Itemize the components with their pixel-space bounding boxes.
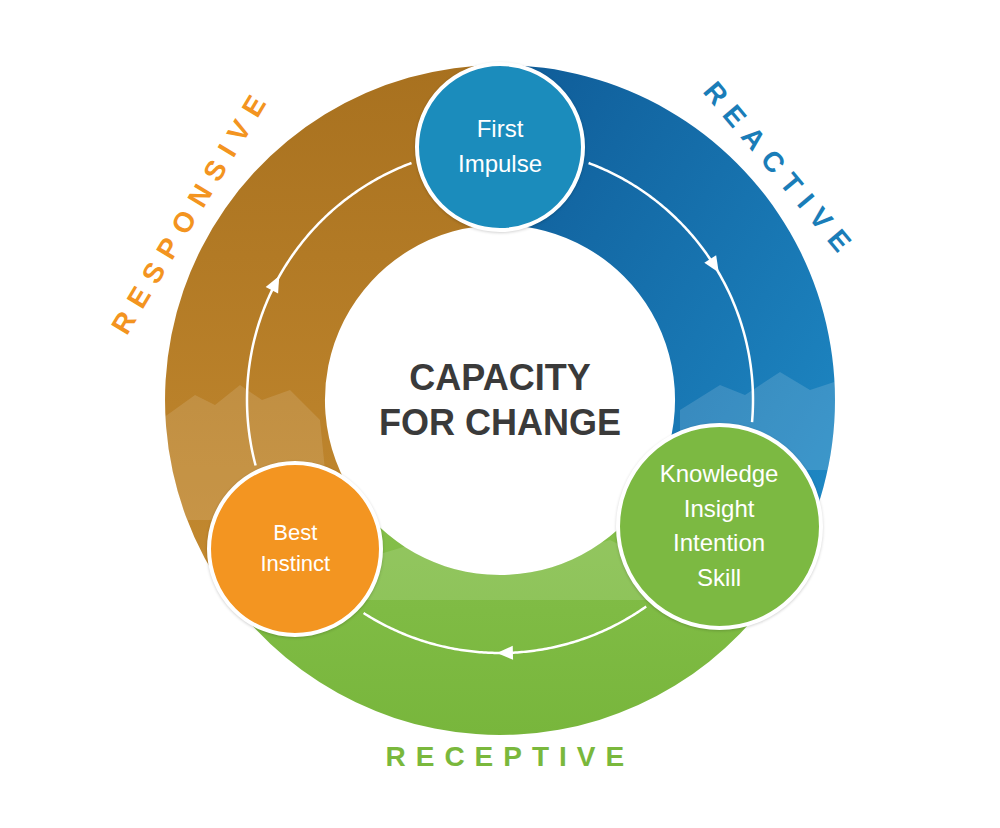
node-content: First Impulse xyxy=(440,112,560,182)
stage-label: RESPONSIVE xyxy=(100,82,278,349)
mountain-shape xyxy=(360,540,650,600)
connector-line xyxy=(589,163,753,422)
connector-line xyxy=(364,606,647,653)
node-label: Knowledge xyxy=(660,457,779,492)
arrow-head xyxy=(704,255,718,272)
node-label: First Impulse xyxy=(440,112,560,182)
impulse-circle: First Impulse xyxy=(415,62,585,232)
instinct-circle: Best Instinct xyxy=(207,461,383,637)
stage-label: RECEPTIVE xyxy=(376,741,635,773)
node-label: Best Instinct xyxy=(240,518,350,580)
cycle-connector xyxy=(364,606,647,659)
knowledge-circle: KnowledgeInsightIntentionSkill xyxy=(616,423,823,630)
arrow-head xyxy=(497,646,513,660)
node-content: KnowledgeInsightIntentionSkill xyxy=(660,457,779,596)
cycle-connector xyxy=(589,163,753,422)
arrow-head xyxy=(266,276,280,293)
node-label: Insight xyxy=(684,492,755,527)
node-content: Best Instinct xyxy=(240,518,350,580)
node-label: Intention xyxy=(673,526,765,561)
center-title: CAPACITY FOR CHANGE xyxy=(370,355,630,445)
stage-label: REACTIVE xyxy=(690,68,863,266)
node-label: Skill xyxy=(697,561,741,596)
